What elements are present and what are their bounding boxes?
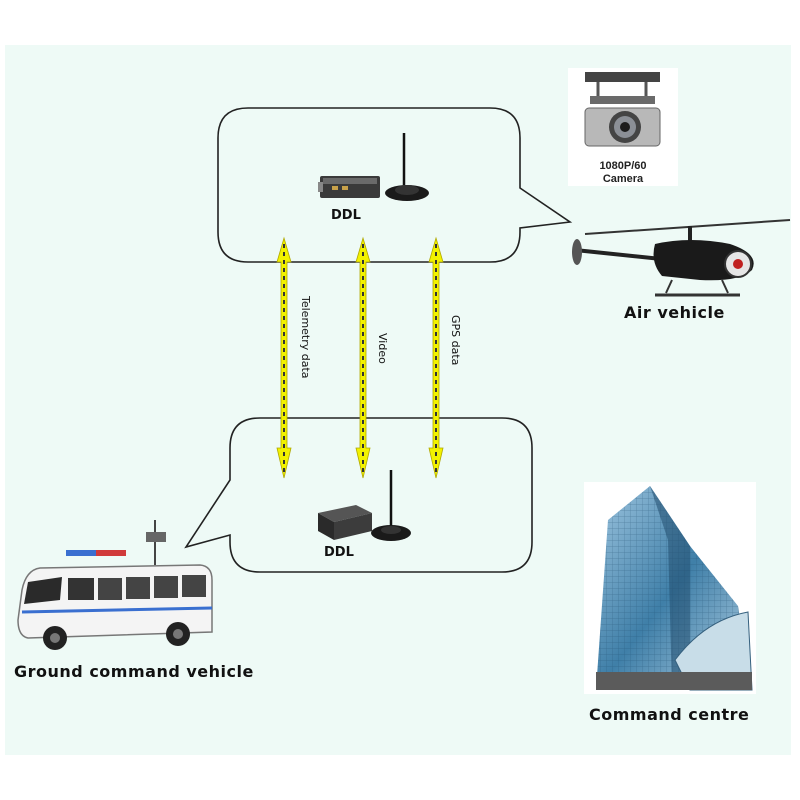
link-label-gps: GPS data xyxy=(449,315,462,366)
air-bubble xyxy=(217,107,573,263)
camera-caption-line1: 1080P/60 xyxy=(599,160,647,172)
ground-vehicle-image xyxy=(17,520,213,650)
air-ddl-label: DDL xyxy=(331,208,361,223)
air-vehicle-image xyxy=(572,219,791,297)
link-gps xyxy=(428,236,444,479)
air-ddl-device xyxy=(318,133,429,201)
camera-caption-line2: Camera xyxy=(602,173,644,185)
link-video xyxy=(355,236,371,479)
link-telemetry xyxy=(276,236,292,479)
ground-vehicle-label: Ground command vehicle xyxy=(14,662,254,681)
ground-ddl-device xyxy=(318,470,411,541)
link-label-video: Video xyxy=(376,333,389,364)
air-vehicle-label: Air vehicle xyxy=(624,303,725,322)
camera-caption: 1080P/60 Camera xyxy=(573,160,673,186)
command-centre-image xyxy=(584,482,756,694)
command-centre-label: Command centre xyxy=(589,705,750,724)
ground-ddl-label: DDL xyxy=(324,545,354,560)
ground-bubble xyxy=(184,417,533,573)
link-label-telemetry: Telemetry data xyxy=(299,296,312,379)
camera-image xyxy=(568,68,678,186)
